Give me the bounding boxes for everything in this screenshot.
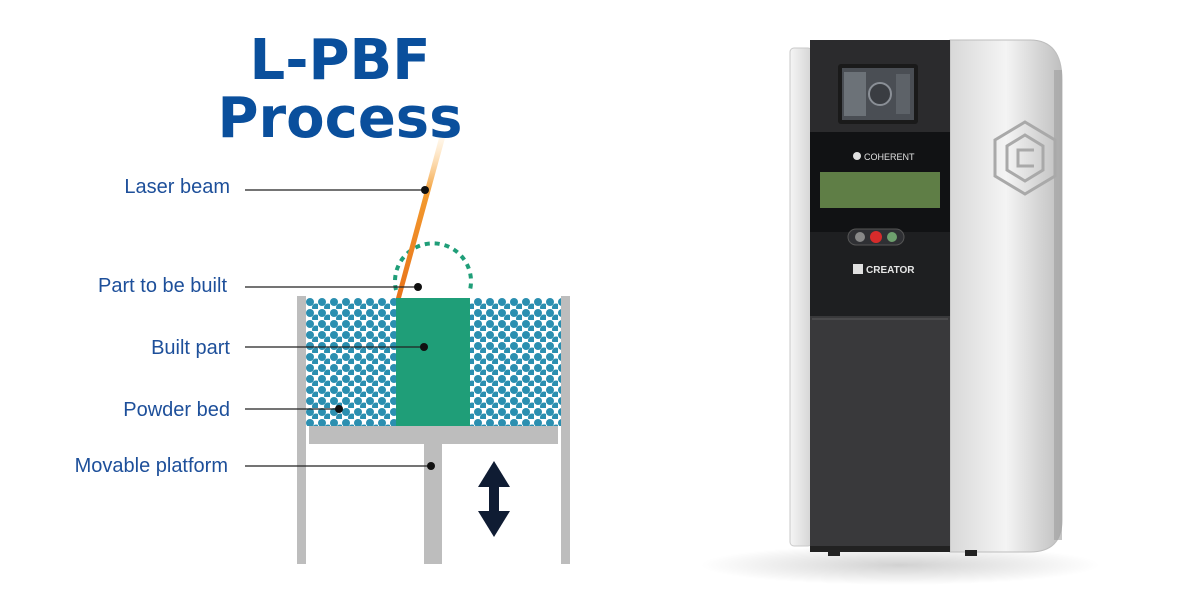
up-down-arrow-icon: [478, 461, 510, 537]
movable-platform: [309, 426, 558, 444]
machine-control-buttons: [847, 228, 905, 246]
machine-brand-top: COHERENT: [864, 152, 915, 162]
embossed-logo-icon: [993, 120, 1057, 196]
chamber-right-wall: [561, 296, 570, 564]
leader-dots: [335, 186, 435, 470]
diagram-title: L-PBF Process: [190, 32, 490, 148]
title-line-2: Process: [217, 86, 463, 151]
lpbf-machine: COHERENT CREATOR: [700, 39, 1100, 585]
lower-cabinet: [810, 316, 950, 546]
label-movable-platform: Movable platform: [74, 455, 228, 477]
label-part-to-be-built: Part to be built: [98, 275, 227, 297]
title-line-1: L-PBF: [249, 28, 431, 93]
chamber-left-wall: [297, 296, 306, 564]
label-powder-bed: Powder bed: [123, 399, 230, 421]
platform-piston: [424, 444, 442, 564]
leader-lines: [245, 189, 431, 467]
built-part: [396, 298, 470, 426]
laser-beam: [396, 138, 445, 298]
label-laser-beam: Laser beam: [124, 176, 230, 198]
creator-logo-icon: [853, 264, 863, 274]
build-chamber-window: [820, 172, 940, 208]
machine-brand-bottom: CREATOR: [866, 265, 915, 276]
coherent-logo-icon: [853, 152, 861, 160]
label-built-part: Built part: [151, 337, 230, 359]
